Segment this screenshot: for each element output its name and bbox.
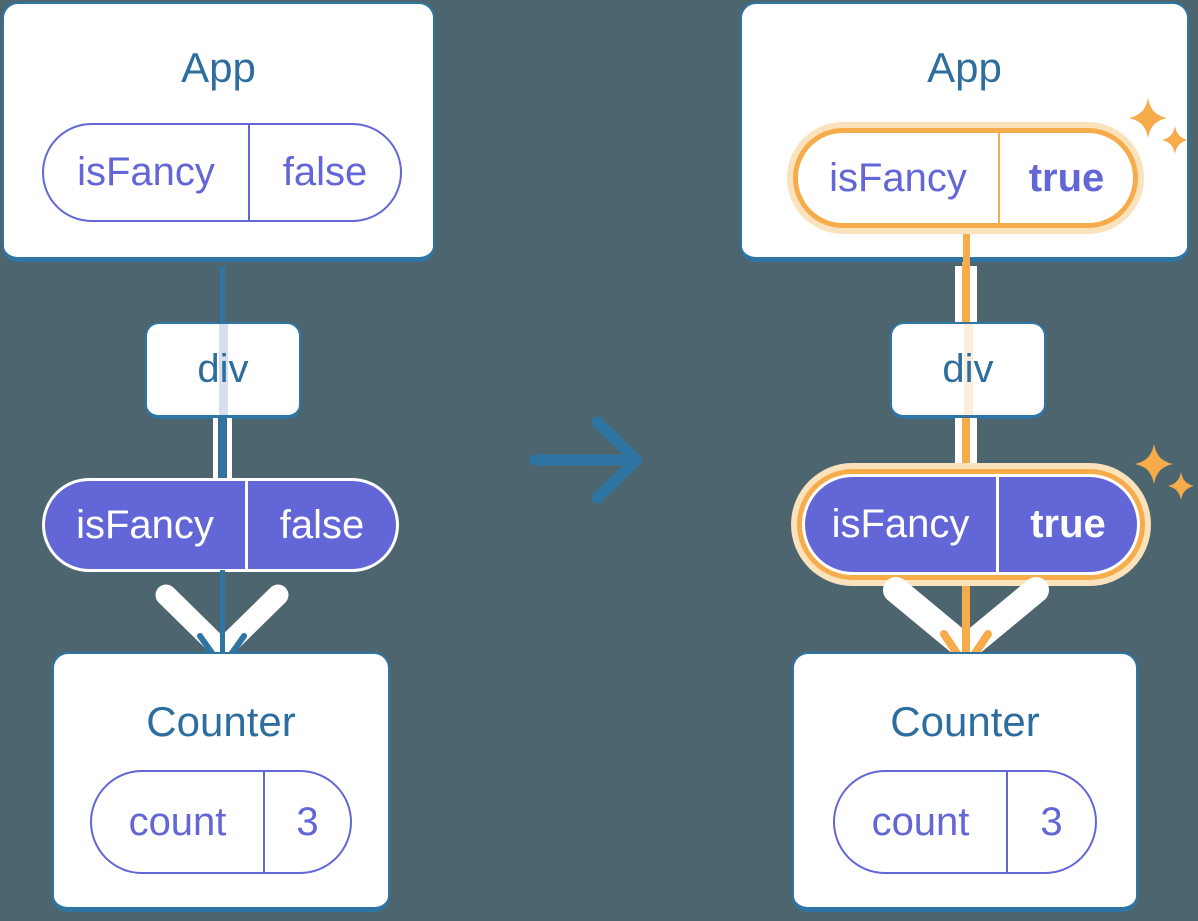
before-div-label: div [197,347,249,391]
before-edge-app-div [220,266,225,324]
after-app-card: App isFancy true [740,2,1189,262]
after-counter-state-pill: count 3 [833,770,1097,874]
state-value: 3 [1040,799,1063,844]
after-app-title: App [927,44,1002,91]
state-value: 3 [296,799,319,844]
sparkles-icon [1135,444,1194,500]
after-arrow-shaft [962,586,970,656]
before-counter-state-pill: count 3 [90,770,352,874]
sparkles-icon [1129,98,1188,154]
after-edge2-orange-center [962,418,970,474]
after-edge2-white-left [955,418,962,465]
state-name: count [92,772,265,872]
before-counter-title: Counter [146,698,296,745]
after-div-stripe [963,324,973,415]
transition-arrow-right-icon [529,416,643,504]
after-app-prop-line [963,228,970,262]
prop-name: isFancy [805,477,999,572]
before-arrow-shaft [220,570,225,655]
after-edge-white-right [970,266,977,323]
after-passed-prop-pill: isFancy true [802,474,1140,575]
prop-value: true [1028,155,1105,200]
before-edge-blue-center [219,418,226,480]
before-edge-white-right [227,418,232,480]
after-app-prop-pill: isFancy true [793,128,1138,228]
prop-value: false [282,150,368,194]
prop-value: false [279,502,365,547]
before-div-stripe [218,324,228,415]
after-edge2-white-right [970,418,977,465]
after-div-label: div [942,347,994,391]
after-counter-card: Counter count 3 [792,652,1138,912]
before-app-prop-pill: isFancy false [42,123,402,222]
before-passed-prop-pill: isFancy false [42,478,399,572]
prop-name: isFancy [45,481,248,569]
prop-name: isFancy [798,133,1000,223]
after-counter-title: Counter [890,698,1040,745]
before-app-title: App [181,44,256,91]
after-div-node: div [890,322,1046,419]
before-div-node: div [145,322,301,419]
after-edge-orange-center [962,262,970,323]
before-edge-white-left [213,418,218,480]
prop-value: true [1030,502,1106,546]
after-edge-white-left [955,266,962,323]
before-app-card: App isFancy false [2,2,435,262]
state-name: count [835,772,1008,872]
before-counter-card: Counter count 3 [52,652,390,912]
prop-name: isFancy [44,125,250,220]
